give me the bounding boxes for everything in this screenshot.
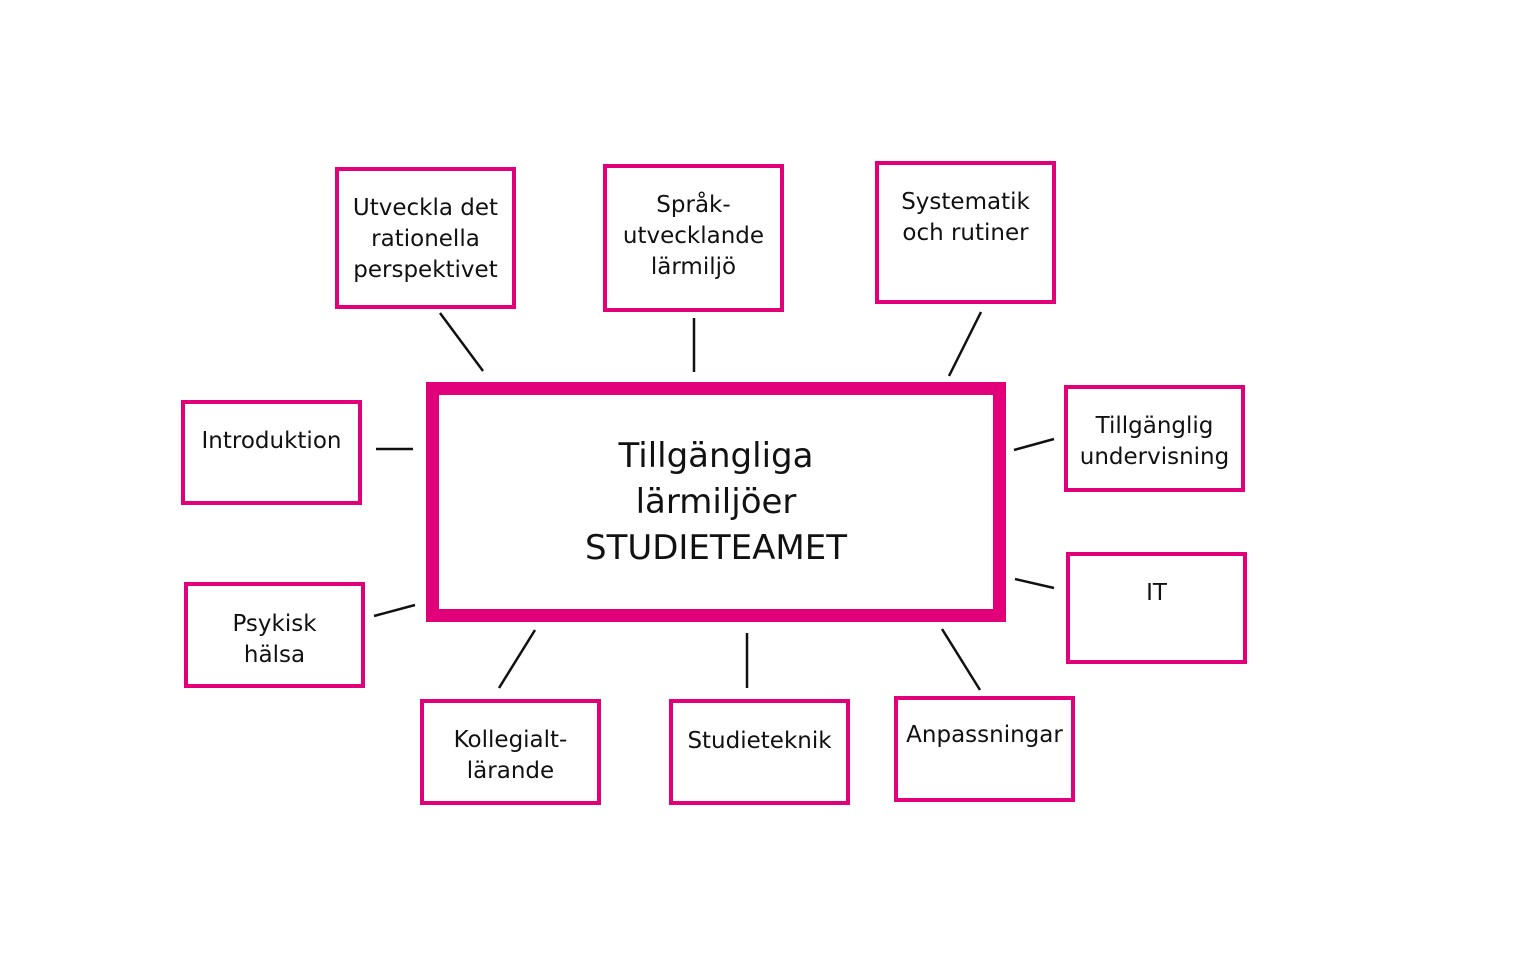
node-introduktion: Introduktion xyxy=(181,400,362,505)
node-tillganglig: Tillgänglig undervisning xyxy=(1064,385,1245,492)
node-psykisk-label: Psykisk hälsa xyxy=(232,611,317,668)
node-anpassningar-label: Anpassningar xyxy=(906,722,1063,748)
connector-anpassningar xyxy=(940,628,982,691)
node-kollegialt: Kollegialt- lärande xyxy=(420,699,601,805)
connector-utveckla xyxy=(438,312,485,372)
connector-tillganglig xyxy=(1013,437,1055,452)
node-utveckla: Utveckla det rationella perspektivet xyxy=(335,167,516,309)
node-utveckla-label: Utveckla det rationella perspektivet xyxy=(352,195,499,283)
node-systematik: Systematik och rutiner xyxy=(875,161,1056,304)
connector-psykisk xyxy=(373,603,416,618)
node-sprak-label: Språk- utvecklande lärmiljö xyxy=(622,192,765,280)
node-it: IT xyxy=(1066,552,1247,664)
node-psykisk: Psykisk hälsa xyxy=(184,582,365,688)
node-studieteknik-label: Studieteknik xyxy=(687,728,832,754)
node-tillganglig-label: Tillgänglig undervisning xyxy=(1079,413,1230,470)
connector-kollegialt xyxy=(497,629,537,689)
center-node: Tillgängliga lärmiljöer STUDIETEAMET xyxy=(426,382,1006,622)
node-introduktion-label: Introduktion xyxy=(201,428,342,454)
node-sprak: Språk- utvecklande lärmiljö xyxy=(603,164,784,312)
node-kollegialt-label: Kollegialt- lärande xyxy=(453,727,568,784)
connector-systematik xyxy=(947,311,983,377)
node-studieteknik: Studieteknik xyxy=(669,699,850,805)
node-systematik-label: Systematik och rutiner xyxy=(901,189,1030,246)
connector-it xyxy=(1014,577,1055,590)
node-it-label: IT xyxy=(1146,580,1167,606)
center-node-label: Tillgängliga lärmiljöer STUDIETEAMET xyxy=(584,436,848,568)
node-anpassningar: Anpassningar xyxy=(894,696,1075,802)
